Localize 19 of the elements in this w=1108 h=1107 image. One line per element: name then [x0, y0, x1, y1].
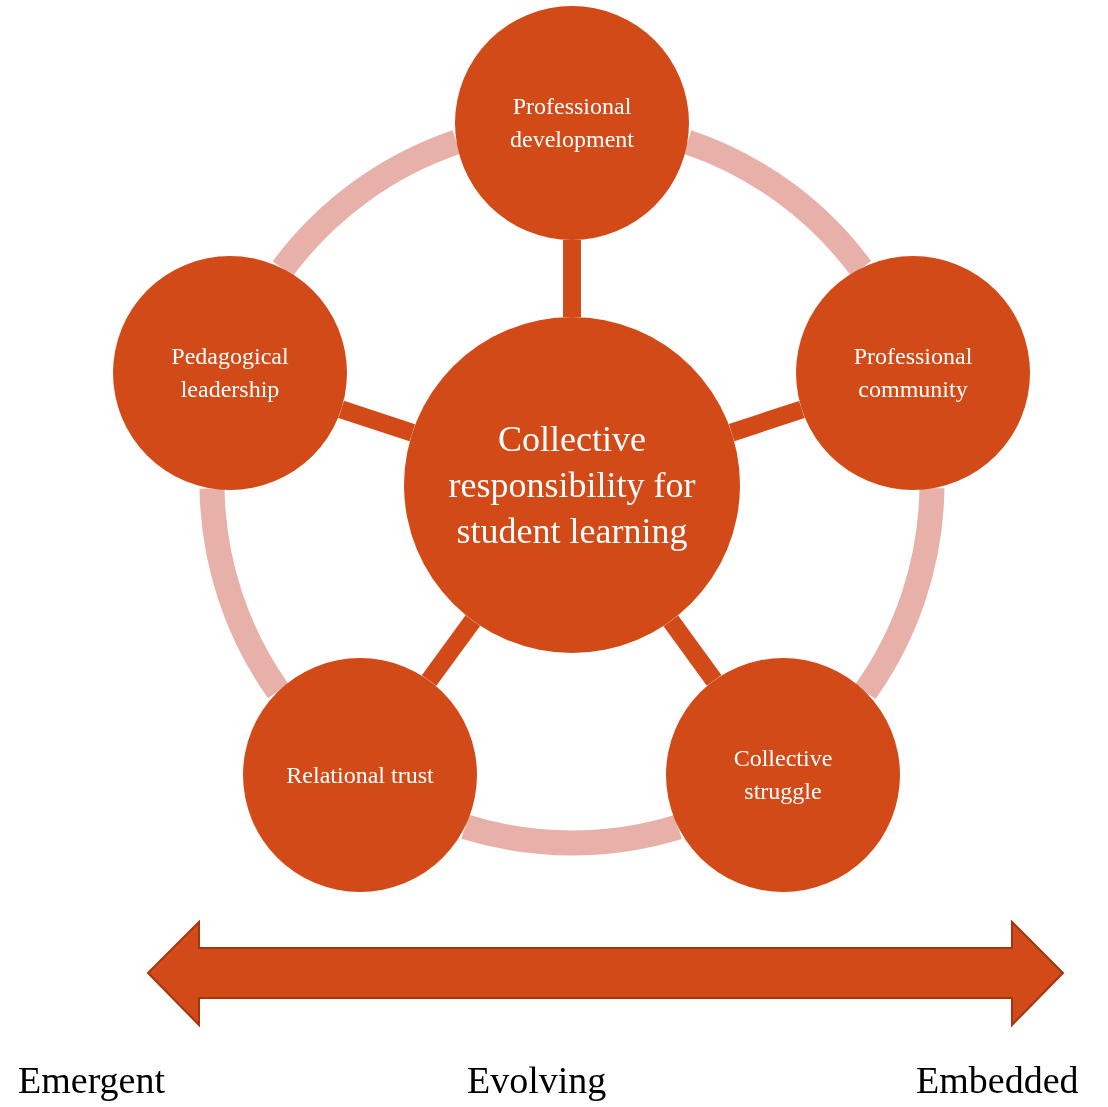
- ring-arc: [854, 487, 945, 699]
- scale-label: Emergent: [18, 1058, 166, 1102]
- node-label: Collective responsibility for student learning: [447, 418, 697, 553]
- node-label: Professional development: [509, 92, 635, 154]
- connector-bar: [563, 240, 581, 317]
- node-label: Pedagogical leadership: [170, 342, 290, 404]
- connector-bar: [338, 400, 416, 442]
- connector-bar: [421, 615, 481, 686]
- ring-arc: [682, 130, 871, 277]
- connector-bar: [663, 615, 722, 686]
- node-label: Collective struggle: [732, 744, 834, 806]
- connector-bar: [728, 400, 805, 442]
- node-label: Relational trust: [286, 760, 434, 790]
- ring-arc: [462, 814, 682, 855]
- node-label: Professional community: [852, 342, 974, 404]
- scale-label: Evolving: [467, 1058, 607, 1102]
- ring-arc: [273, 130, 462, 277]
- scale-label: Embedded: [916, 1058, 1079, 1102]
- ring-arc: [199, 487, 289, 698]
